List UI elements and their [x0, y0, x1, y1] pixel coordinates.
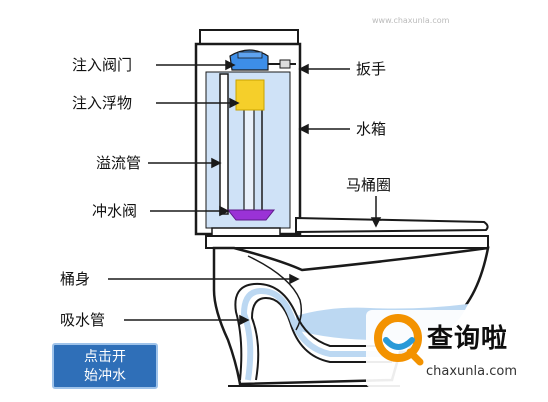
watermark-domain: chaxunla.com [426, 364, 517, 379]
seat-ring [295, 216, 489, 234]
watermark-brand: 查询啦 [427, 324, 509, 354]
trap-pipe [234, 282, 380, 381]
watermark-top-text: www.chaxunla.com [372, 16, 450, 25]
start-flush-button[interactable]: 点击开 始冲水 [52, 343, 158, 389]
label-flush-valve: 冲水阀 [92, 202, 138, 220]
start-flush-line1: 点击开 [84, 349, 126, 365]
label-handle: 扳手 [356, 60, 387, 78]
label-inlet-valve: 注入阀门 [72, 56, 133, 74]
flush-valve [226, 209, 276, 221]
label-bowl: 桶身 [60, 270, 91, 288]
label-inlet-float: 注入浮物 [72, 94, 133, 112]
label-trap: 吸水管 [60, 311, 106, 329]
label-overflow-pipe: 溢流管 [96, 154, 142, 172]
overflow-pipe [219, 73, 229, 215]
watermark-logo [366, 310, 538, 388]
label-seat: 马桶圈 [346, 176, 392, 194]
bowl-rim [205, 235, 489, 249]
float-block [235, 79, 265, 111]
pointer-lines [108, 59, 382, 326]
tank-base [211, 227, 281, 237]
start-flush-line2: 始冲水 [84, 368, 126, 384]
label-tank: 水箱 [356, 120, 387, 138]
tank-lid [199, 29, 299, 45]
